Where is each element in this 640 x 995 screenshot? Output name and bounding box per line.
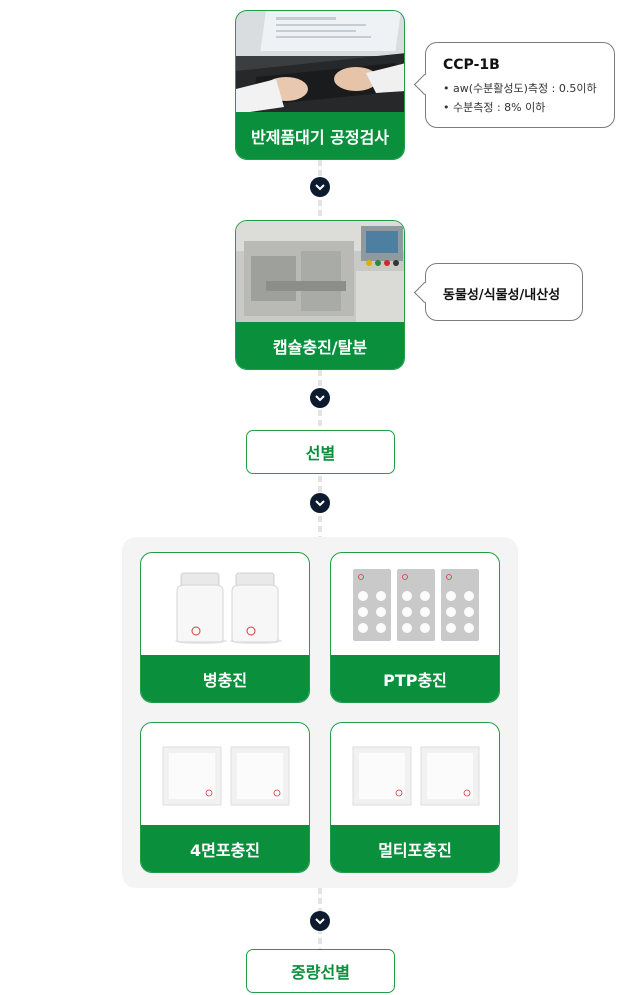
packaging-multi-card: 멀티포충진	[330, 722, 500, 873]
capsule-type-callout: 동물성/식물성/내산성	[413, 263, 583, 321]
step-label: 캡슐충진/탈분	[236, 322, 404, 369]
chevron-down-icon	[310, 388, 330, 408]
packaging-ptp-card: PTP충진	[330, 552, 500, 703]
laptop-photo	[236, 11, 404, 114]
packaging-bottle-card: 병충진	[140, 552, 310, 703]
packaging-label: PTP충진	[331, 655, 499, 702]
chevron-down-icon	[310, 177, 330, 197]
packaging-label: 멀티포충진	[331, 825, 499, 872]
chevron-down-icon	[310, 493, 330, 513]
pouch-photo	[141, 723, 309, 827]
machine-photo	[236, 221, 404, 324]
ccp-line: • 수분측정 : 8% 이하	[443, 101, 546, 114]
multi-pouch-photo	[331, 723, 499, 827]
ccp-title: CCP-1B	[443, 57, 500, 73]
step-capsule-card: 캡슐충진/탈분	[235, 220, 405, 370]
capsule-type-text: 동물성/식물성/내산성	[443, 288, 561, 303]
step-inspection-card: 반제품대기 공정검사	[235, 10, 405, 160]
step-weight-sorting: 중량선별	[246, 949, 395, 993]
packaging-label: 병충진	[141, 655, 309, 702]
ccp-callout: CCP-1B • aw(수분활성도)측정 : 0.5이하 • 수분측정 : 8%…	[413, 42, 615, 128]
bottle-photo	[141, 553, 309, 657]
blister-photo	[331, 553, 499, 657]
chevron-down-icon	[310, 911, 330, 931]
step-sorting: 선별	[246, 430, 395, 474]
packaging-4side-card: 4면포충진	[140, 722, 310, 873]
packaging-label: 4면포충진	[141, 825, 309, 872]
step-label: 반제품대기 공정검사	[236, 112, 404, 159]
ccp-line: • aw(수분활성도)측정 : 0.5이하	[443, 82, 597, 95]
